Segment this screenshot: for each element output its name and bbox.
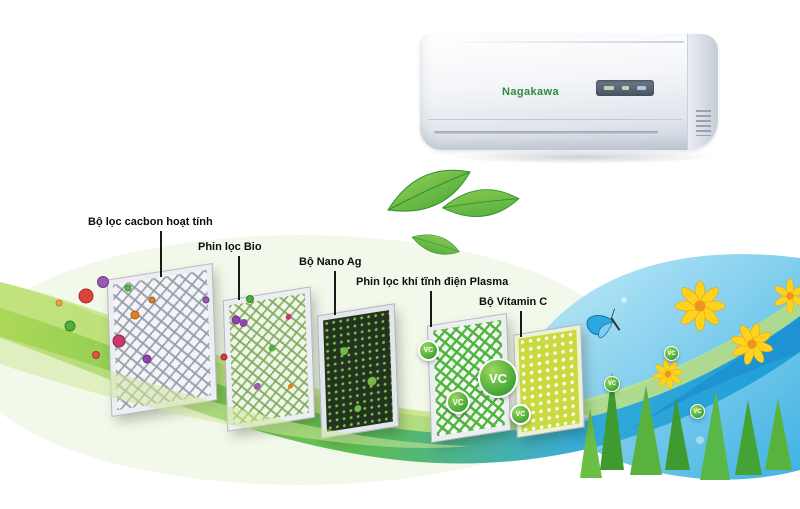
ac-shadow [448,150,716,164]
germ-particle [55,299,63,307]
germ-particle [239,318,248,328]
display-segment [604,86,614,90]
ac-top-highlight [430,41,684,43]
ac-display-panel [596,80,654,96]
blue-swoosh-tip [575,318,800,468]
flower-icon [731,323,773,365]
leader-line-vitamin-c [520,311,522,337]
ac-grille [696,110,711,136]
filter-label-nano-ag: Bộ Nano Ag [299,256,362,268]
vc-badge: VC [664,346,679,361]
leaf-icon [411,234,460,255]
leader-line-carbon [160,231,162,277]
filter-panel-bio [222,286,316,432]
display-segment [622,86,629,90]
flower-icon [653,359,683,389]
germ-particle [285,313,292,321]
nano-dot [367,376,377,387]
germ-particle [268,343,276,353]
leaf-icon [441,189,520,217]
nano-dot [354,404,362,413]
ac-brand-logo: Nagakawa [502,86,560,98]
filter-label-carbon: Bộ lọc cacbon hoạt tính [88,216,213,228]
germ-particle [64,320,76,332]
ac-unit: Nagakawa [420,34,722,164]
filter-panel-carbon [106,263,218,417]
filter-panel-nano-ag [316,303,400,439]
air-bubble [583,415,589,421]
filter-label-plasma: Phin lọc khí tĩnh điện Plasma [356,276,509,288]
ac-seam-line [428,119,682,120]
air-bubble [621,297,627,303]
germ-particle [78,288,94,304]
vc-badge: VC [690,404,705,419]
vc-badge: VC [510,404,531,425]
germ-particle [253,382,262,391]
germ-particle [287,383,294,390]
ac-body: Nagakawa [420,34,718,150]
vc-badge: VC [446,390,470,414]
filter-label-bio: Phin lọc Bio [198,241,262,253]
display-segment [637,86,646,90]
vc-badge: VC [604,376,620,392]
nano-dot [340,346,349,356]
flower-icon [674,280,726,332]
flower-icon [774,278,800,314]
ac-vent-groove [434,131,658,134]
vc-badge: VC [478,358,518,398]
leaf-icon [387,169,471,212]
filter-label-vitamin-c: Bộ Vitamin C [479,296,548,308]
air-bubble [696,436,704,444]
leader-line-nano-ag [334,271,336,315]
leader-line-bio [238,256,240,300]
germ-particle [92,351,100,359]
ac-endcap [687,34,718,150]
vc-badge: VC [418,340,439,361]
leader-line-plasma [430,291,432,327]
butterfly-icon [586,308,621,339]
